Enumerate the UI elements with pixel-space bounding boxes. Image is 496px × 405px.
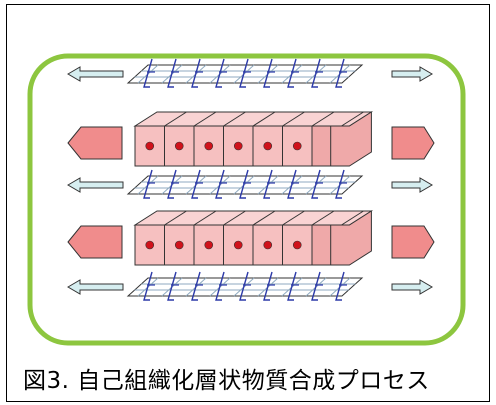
block-slab-3 (133, 210, 374, 266)
release-arrow-right-0 (391, 66, 433, 82)
grid-branch-0-3 (215, 58, 225, 88)
slab-dot-3-1 (174, 240, 184, 250)
figure-caption: 図3. 自己組織化層状物質合成プロセス (23, 368, 430, 394)
grid-branch-0-1 (167, 58, 177, 88)
slab-top-div-1-1 (164, 111, 187, 127)
grid-branch-0-8 (335, 58, 345, 88)
slab-top-div-1-6 (311, 111, 335, 127)
grid-branch-2-2 (191, 169, 201, 199)
slab-dot-3-0 (145, 240, 155, 250)
grid-branch-2-5 (263, 169, 273, 199)
grid-branch-2-6 (287, 169, 297, 199)
grid-branch-4-4 (239, 271, 249, 301)
release-arrow-left-4 (67, 279, 124, 295)
slab-dot-3-2 (204, 240, 214, 250)
slab-top-1 (133, 111, 374, 127)
slab-dot-3-4 (263, 240, 273, 250)
slab-top-div-3-1 (164, 210, 187, 226)
slab-dot-1-3 (233, 141, 243, 151)
slab-dot-1-1 (174, 141, 184, 151)
slab-top-div-1-4 (252, 111, 276, 127)
input-arrow-right-3 (391, 225, 435, 259)
slab-top-div-3-7 (341, 210, 364, 226)
input-arrow-right-1 (391, 126, 435, 160)
reaction-boundary (27, 53, 466, 346)
grid-branch-0-4 (239, 58, 249, 88)
grid-branch-4-0 (143, 271, 153, 301)
grid-branch-2-1 (167, 169, 177, 199)
grid-branch-4-2 (191, 271, 201, 301)
slab-dot-1-2 (204, 141, 214, 151)
slab-top-div-3-2 (193, 210, 217, 226)
slab-top-div-1-2 (193, 111, 217, 127)
slab-dot-3-3 (233, 240, 243, 250)
grid-branch-2-4 (239, 169, 249, 199)
release-arrow-left-0 (67, 66, 124, 82)
slab-top-div-3-3 (223, 210, 246, 226)
slab-top-div-3-4 (252, 210, 276, 226)
slab-dot-1-4 (263, 141, 273, 151)
grid-branch-0-6 (287, 58, 297, 88)
grid-branch-2-0 (143, 169, 153, 199)
release-arrow-right-2 (391, 177, 433, 193)
grid-branch-0-5 (263, 58, 273, 88)
grid-branch-0-2 (191, 58, 201, 88)
grid-branch-2-3 (215, 169, 225, 199)
release-arrow-left-2 (67, 177, 124, 193)
grid-branch-4-3 (215, 271, 225, 301)
slab-top-div-3-6 (311, 210, 335, 226)
slab-top-div-1-3 (223, 111, 246, 127)
grid-branch-4-1 (167, 271, 177, 301)
slab-top-div-3-5 (282, 210, 305, 226)
slab-block-3-5 (282, 224, 313, 266)
grid-branch-0-0 (143, 58, 153, 88)
slab-dot-1-5 (292, 141, 302, 151)
layers-group (67, 58, 435, 301)
grid-branch-2-8 (335, 169, 345, 199)
input-arrow-left-3 (67, 225, 123, 259)
block-slab-1 (133, 111, 374, 167)
slab-block-3-3 (223, 224, 254, 266)
slab-top-div-1-5 (282, 111, 305, 127)
slab-dot-1-0 (145, 141, 155, 151)
grid-branch-4-6 (287, 271, 297, 301)
grid-sheet-0 (126, 58, 364, 88)
input-arrow-left-1 (67, 126, 123, 160)
grid-branch-4-8 (335, 271, 345, 301)
slab-top-3 (133, 210, 374, 226)
grid-branch-4-7 (311, 271, 321, 301)
grid-sheet-2 (126, 169, 364, 199)
grid-branch-4-5 (263, 271, 273, 301)
slab-top-div-1-7 (341, 111, 364, 127)
grid-sheet-4 (126, 271, 364, 301)
release-arrow-right-4 (391, 279, 433, 295)
grid-branch-2-7 (311, 169, 321, 199)
slab-dot-3-5 (292, 240, 302, 250)
grid-branch-0-7 (311, 58, 321, 88)
